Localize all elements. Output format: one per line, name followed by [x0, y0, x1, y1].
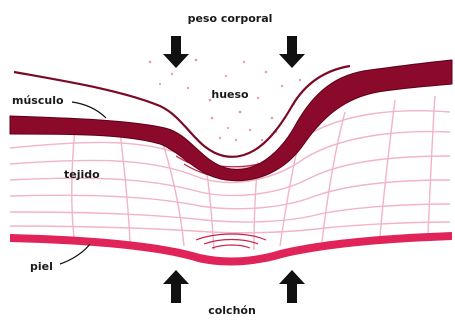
arrow-down-right-icon — [279, 36, 305, 68]
label-musculo: músculo — [12, 94, 64, 107]
skin-leader-line — [60, 244, 90, 264]
muscle-leader-line — [72, 102, 106, 118]
label-tejido: tejido — [64, 168, 100, 181]
muscle-layer — [10, 60, 452, 181]
label-colchon: colchón — [208, 304, 256, 317]
compression-arcs-skin — [196, 234, 266, 248]
label-peso-corporal: peso corporal — [188, 12, 273, 25]
arrow-up-right-icon — [279, 270, 305, 303]
arrow-down-left-icon — [163, 36, 189, 68]
arrow-up-left-icon — [163, 270, 189, 303]
label-piel: piel — [30, 260, 53, 273]
label-hueso: hueso — [211, 88, 249, 101]
skin-layer — [10, 232, 452, 265]
